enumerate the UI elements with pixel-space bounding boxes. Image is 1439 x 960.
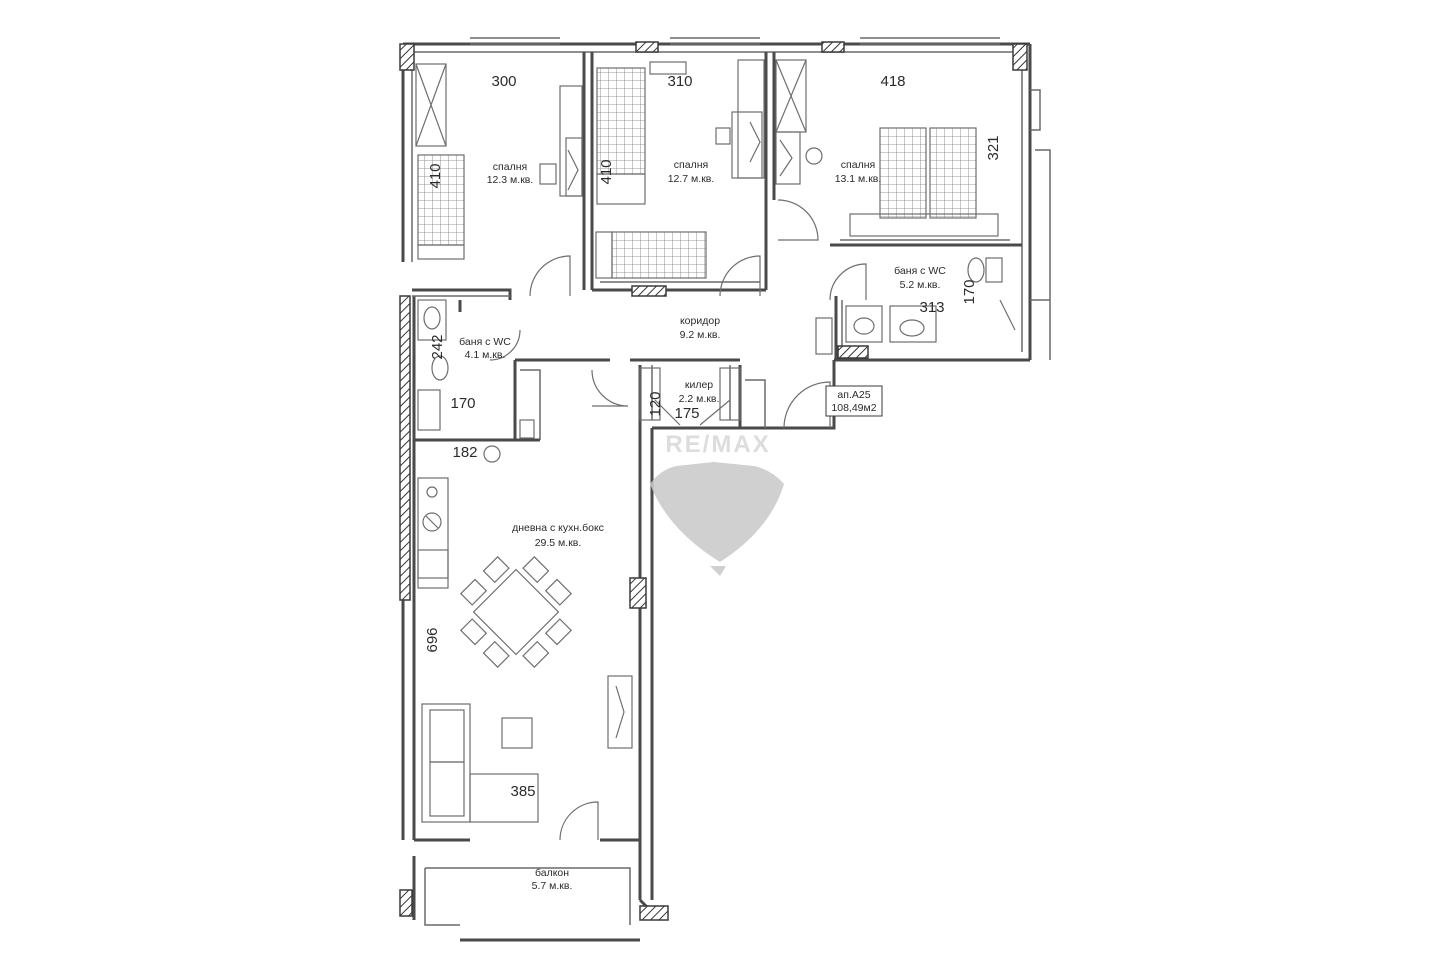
storage-name: килер [685,379,713,391]
tv-unit-icon [607,675,633,749]
dining-set [459,555,573,669]
dim-242: 242 [429,334,446,359]
living-area: 29.5 м.кв. [535,537,582,549]
bed-icon [611,231,707,279]
dim-385: 385 [510,783,535,800]
dim-182: 182 [452,444,477,461]
kitchen-fixtures [417,477,449,589]
dim-313: 313 [919,299,944,316]
apartment-id: ап.A25 [837,389,870,401]
dim-175: 175 [674,405,699,422]
windows [470,37,1041,131]
internal-walls [412,52,1022,442]
dining-table-icon [472,568,560,656]
dim-310: 310 [667,73,692,90]
watermark-text: RE/MAX [665,431,770,458]
corridor-area: 9.2 м.кв. [680,329,721,341]
dim-321: 321 [985,135,1002,160]
sink-icon [417,299,447,341]
dim-170-b: 170 [450,395,475,412]
toilet-icon [431,355,449,381]
chair-icon [539,163,557,185]
coffee-table-icon [501,717,533,749]
corridor-name: коридор [680,315,720,327]
bedroom2-furniture [595,59,765,279]
storage-area: 2.2 м.кв. [679,393,720,405]
remax-watermark: RE/MAX [650,431,784,576]
bath-left-fixtures [417,299,535,463]
bedroom2-area: 12.7 м.кв. [668,173,715,185]
bedroom2-name: спалня [674,159,708,171]
dim-410-b: 410 [598,159,615,184]
room-labels: спалня 12.3 м.кв. спалня 12.7 м.кв. спал… [459,159,946,892]
balcony-area: 5.7 м.кв. [532,880,573,892]
bath-right-area: 5.2 м.кв. [900,279,941,291]
dim-410-a: 410 [427,163,444,188]
door-swings [489,199,867,841]
bedroom1-furniture [415,63,583,260]
bedroom3-furniture [775,59,999,237]
bath-left-area: 4.1 м.кв. [465,349,506,361]
dim-120: 120 [647,391,664,416]
bed-icon [596,67,646,175]
apartment-area: 108,49м2 [831,402,876,414]
bedroom3-name: спалня [841,159,875,171]
bedroom1-name: спалня [493,161,527,173]
dim-418: 418 [880,73,905,90]
entrance-cabinet [639,367,741,421]
sink-icon [889,305,937,343]
bath-left-name: баня с WC [459,336,511,348]
bedroom3-area: 13.1 м.кв. [835,173,882,185]
bedroom1-area: 12.3 м.кв. [487,174,534,186]
bath-right-name: баня с WC [894,265,946,277]
bed-icon [879,127,927,219]
balloon-logo-icon [650,462,784,562]
balcony-name: балкон [535,867,569,879]
dim-696: 696 [424,627,441,652]
dim-300: 300 [491,73,516,90]
chair-icon [715,127,731,145]
sofa-icon [421,703,471,823]
sofa-set [421,675,633,823]
toilet-icon [967,257,985,283]
living-name: дневна с кухн.бокс [512,522,604,534]
sink-icon [845,305,883,343]
bath-right-fixtures [815,257,1016,355]
bed-icon [929,127,977,219]
structural-columns [399,41,1028,921]
dimension-labels: 300 310 418 410 410 321 313 170 242 170 … [424,73,1002,800]
chair-icon [805,147,823,165]
dim-170-a: 170 [961,279,978,304]
toilet-icon [483,445,501,463]
